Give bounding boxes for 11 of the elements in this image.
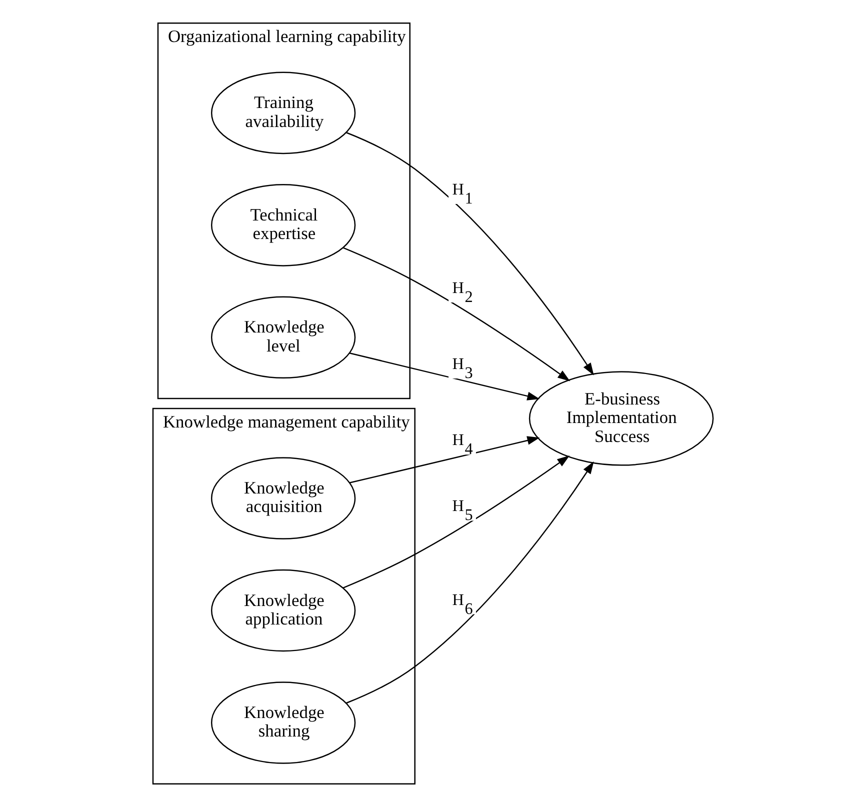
- node-ellipse: Training availability: [210, 72, 356, 154]
- node-ellipse: Knowledge application: [210, 569, 356, 652]
- node-ellipse: Technical expertise: [210, 184, 356, 266]
- node-ellipse: Knowledge sharing: [210, 682, 356, 764]
- arrow: [349, 436, 540, 484]
- arrow: [342, 247, 570, 382]
- arrow: [342, 456, 570, 589]
- arrow: [345, 132, 594, 376]
- node-ellipse: Knowledge acquisition: [210, 457, 356, 540]
- node-ellipse: Knowledge level: [210, 296, 356, 379]
- arrow: [345, 461, 594, 704]
